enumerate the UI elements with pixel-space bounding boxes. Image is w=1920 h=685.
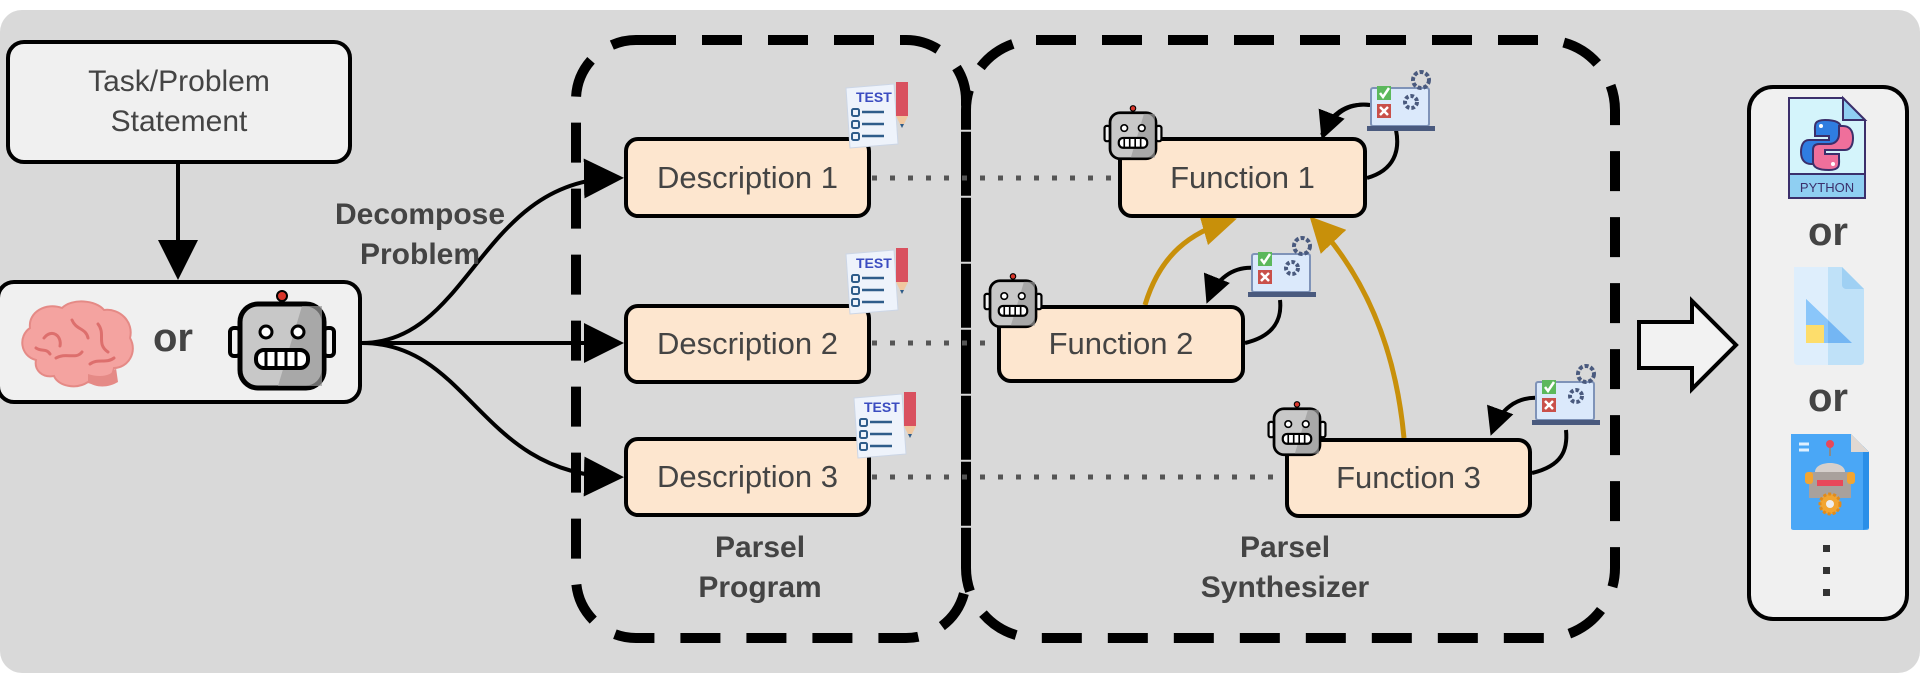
parsel-synthesizer-line-1: Parsel — [1239, 531, 1331, 564]
ellipsis-dot — [1823, 545, 1830, 552]
function-node-1[interactable]: Function 1 — [1118, 137, 1367, 218]
description-node-3[interactable]: Description 3 — [624, 437, 871, 517]
test-checklist-icon: TEST — [853, 392, 916, 459]
test-loop-f1-arrow — [1318, 102, 1371, 140]
function-node-2[interactable]: Function 2 — [997, 305, 1245, 383]
dependency-arrow-f3-f1 — [1309, 216, 1407, 439]
output-arrow — [1637, 296, 1739, 394]
decompose-arrow-1 — [361, 158, 624, 345]
test-badge-text: TEST — [856, 255, 892, 271]
description-1-label: Description 1 — [657, 159, 838, 195]
robot-icon — [228, 290, 336, 391]
task-line-1: Task/Problem — [88, 65, 270, 98]
decompose-arrow-3 — [361, 341, 624, 497]
laptop-test-icon — [1532, 364, 1600, 425]
test-loop-f3 — [1531, 429, 1569, 475]
parsel-program-label: Parsel Program — [660, 528, 860, 608]
function-1-label: Function 1 — [1170, 159, 1315, 195]
document-file-icon[interactable] — [1788, 265, 1866, 367]
task-line-2: Statement — [110, 105, 248, 138]
test-badge-text: TEST — [864, 399, 900, 415]
ellipsis-dot — [1823, 567, 1830, 574]
test-badge-2: TEST — [838, 244, 914, 325]
actor-or-label: or — [153, 316, 193, 360]
task-problem-statement-box: Task/Problem Statement — [6, 40, 352, 164]
robot-icon — [1267, 401, 1327, 457]
function-node-3[interactable]: Function 3 — [1285, 438, 1532, 518]
description-2-label: Description 2 — [657, 326, 838, 361]
test-badge-3: TEST — [846, 388, 922, 469]
test-loop-f2-arrow — [1203, 265, 1256, 304]
test-loop-f3-arrow — [1487, 395, 1541, 436]
test-badge-1: TEST — [838, 78, 914, 159]
brain-icon — [21, 300, 134, 388]
robot-file-icon[interactable] — [1789, 432, 1871, 532]
test-checklist-icon: TEST — [845, 248, 908, 315]
test-checklist-icon: TEST — [845, 82, 908, 149]
parsel-synthesizer-line-2: Synthesizer — [1200, 571, 1370, 604]
python-file-caption: PYTHON — [1800, 180, 1854, 195]
python-file-icon[interactable]: PYTHON — [1785, 95, 1869, 202]
parsel-program-region — [571, 35, 971, 643]
output-or-2: or — [1808, 376, 1848, 420]
robot-icon — [1103, 105, 1163, 161]
robot-icon — [983, 273, 1043, 329]
laptop-test-icon — [1367, 70, 1435, 131]
decompose-problem-label: Decompose Problem — [320, 195, 520, 275]
parsel-synthesizer-label: Parsel Synthesizer — [1170, 528, 1400, 608]
decompose-line-2: Problem — [359, 238, 481, 271]
output-or-1: or — [1808, 210, 1848, 254]
description-3-label: Description 3 — [657, 459, 838, 494]
parsel-program-line-1: Parsel — [714, 531, 806, 564]
ellipsis-dot — [1823, 589, 1830, 596]
test-loop-f2 — [1244, 299, 1283, 345]
parsel-program-line-2: Program — [698, 571, 822, 604]
laptop-test-icon — [1248, 236, 1316, 297]
function-3-label: Function 3 — [1336, 460, 1481, 495]
dependency-arrow-f2-f1 — [1142, 211, 1237, 306]
test-badge-text: TEST — [856, 89, 892, 105]
function-2-label: Function 2 — [1048, 326, 1194, 361]
description-node-2[interactable]: Description 2 — [624, 304, 871, 384]
description-node-1[interactable]: Description 1 — [624, 137, 871, 218]
decompose-line-1: Decompose — [334, 198, 506, 231]
